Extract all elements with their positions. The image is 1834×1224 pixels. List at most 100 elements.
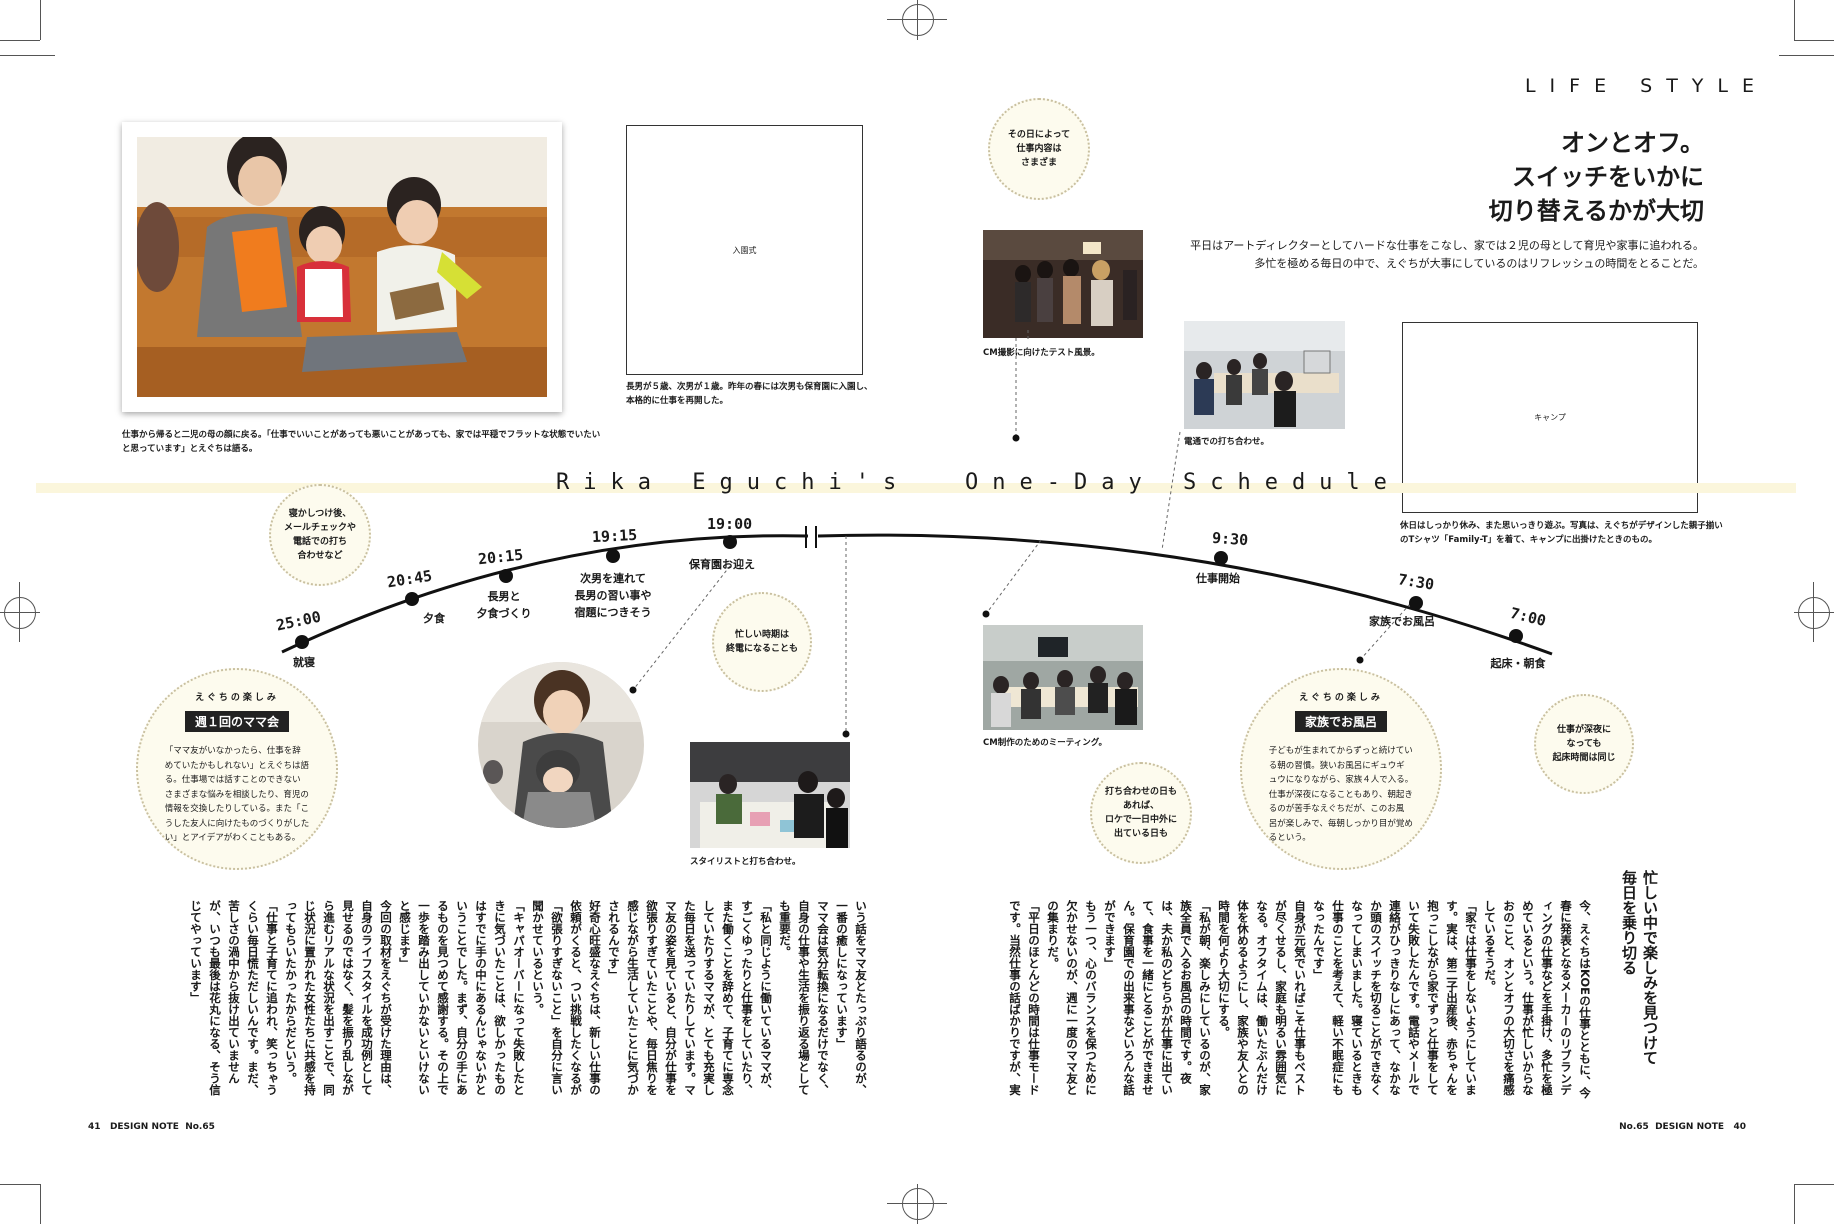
entrance-ceremony-photo: 入園式 bbox=[626, 125, 863, 375]
bubble-work-varies: その日によって 仕事内容は さまざま bbox=[988, 98, 1090, 200]
bubble-line: 仕事内容は bbox=[1016, 144, 1062, 154]
bubble-late-night: 仕事が深夜に なっても 起床時間は同じ bbox=[1534, 694, 1634, 794]
feature-tag: 週１回のママ会 bbox=[184, 711, 289, 732]
headline-line: 切り替えるかが大切 bbox=[1488, 197, 1704, 225]
page-number: 40 bbox=[1733, 1122, 1746, 1132]
timeline-label-line: 夕食づくり bbox=[476, 607, 532, 620]
timeline-dot bbox=[295, 635, 309, 649]
bubble-line: 忙しい時期は bbox=[734, 630, 789, 640]
heading-line: 毎日を乗り切る bbox=[1620, 870, 1638, 975]
article-paragraph: 好奇心旺盛なえぐちは、新しい仕事の依頼がくると、つい挑戦したくなるが「欲張りすぎ… bbox=[531, 900, 602, 1096]
mama-feature: えぐちの楽しみ 週１回のママ会 「ママ友がいなかったら、仕事を辞 めていたかもし… bbox=[136, 668, 338, 870]
caption-line: 本格的に仕事を再開した。 bbox=[626, 396, 729, 406]
timeline-dot bbox=[1214, 551, 1228, 565]
issue-number: No.65 bbox=[1619, 1122, 1649, 1132]
dentsu-meeting-photo bbox=[1184, 321, 1345, 429]
magazine-name: DESIGN NOTE bbox=[1655, 1122, 1725, 1132]
timeline-label: 長男と夕食づくり bbox=[462, 588, 546, 622]
timeline-band bbox=[36, 483, 1796, 493]
timeline-title-left: Rika Eguchi's bbox=[556, 470, 911, 495]
right-folio: No.65 DESIGN NOTE 40 bbox=[1619, 1122, 1746, 1132]
timeline-label-line: 保育園お迎え bbox=[689, 558, 755, 571]
article-paragraph: 今回の取材をえぐちが受けた理由は、自身のライフスタイルを成功例として見せるのでは… bbox=[284, 900, 393, 1096]
issue-number: No.65 bbox=[185, 1122, 215, 1132]
headline: オンとオフ。 スイッチをいかに 切り替えるかが大切 bbox=[1344, 126, 1704, 228]
page-number: 41 bbox=[88, 1122, 101, 1132]
article-paragraph: 「家では仕事をしないようにしています。実は、第二子出産後、赤ちゃんを抱っこしなが… bbox=[1312, 900, 1478, 1096]
family-photo-caption: 仕事から帰ると二児の母の顔に戻る。「仕事でいいことがあっても悪いことがあっても、… bbox=[122, 428, 600, 456]
bubble-line: 合わせなど bbox=[297, 551, 343, 561]
body-line: 仕事が深夜になることもあり、朝起き bbox=[1268, 789, 1413, 800]
caption-line: 仕事から帰ると二児の母の顔に戻る。「仕事でいいことがあっても悪いことがあっても、… bbox=[122, 430, 601, 440]
article-column-block: 今、えぐちはKOEの仕事とともに、今春に発表となるメーカーのリブランディングの仕… bbox=[1004, 900, 1594, 1100]
feature-body: 子どもが生まれてからずっと続けてい る朝の習慣。狭いお風呂にギュウギ ュウになり… bbox=[1269, 744, 1414, 846]
camp-caption: 休日はしっかり休み、また思いっきり遊ぶ。写真は、えぐちがデザインした親子揃い の… bbox=[1400, 519, 1723, 547]
timeline-label: 保育園お迎え bbox=[680, 556, 764, 573]
article-paragraph: 「仕事と子育てに追われ、笑っちゃうくらい毎日慌ただしいんです。まだ、苦しさの渦中… bbox=[189, 900, 279, 1096]
entrance-caption: 長男が５歳、次男が１歳。昨年の春には次男も保育園に入園し、 本格的に仕事を再開し… bbox=[626, 380, 873, 408]
stylist-caption: スタイリストと打ち合わせ。 bbox=[690, 857, 801, 867]
body-line: さまざまな悩みを相談したり、育児の bbox=[164, 789, 309, 800]
bubble-line: さまざま bbox=[1020, 158, 1057, 168]
section-tag: LIFE STYLE bbox=[1524, 75, 1768, 97]
timeline-label: 仕事開始 bbox=[1176, 570, 1260, 587]
feature-body: 「ママ友がいなかったら、仕事を辞 めていたかもしれない」とえぐちは語 る。仕事場… bbox=[165, 744, 310, 846]
headline-line: オンとオフ。 bbox=[1560, 129, 1704, 157]
bubble-line: その日によって bbox=[1007, 130, 1071, 140]
timeline-label-line: 家族でお風呂 bbox=[1369, 615, 1435, 628]
cm-test-caption: CM撮影に向けたテスト風景。 bbox=[983, 348, 1100, 358]
article-paragraph: 「私と同じように働いているママが、すごくゆったりと仕事をしていたり、また働くこと… bbox=[607, 900, 773, 1096]
body-line: めていたかもしれない」とえぐちは語 bbox=[164, 760, 309, 771]
bubble-after-bed: 寝かしつけ後、 メールチェックや 電話での打ち 合わせなど bbox=[269, 484, 371, 586]
lead-line: 平日はアートディレクターとしてハードな仕事をこなし、家では２児の母として育児や家… bbox=[1190, 239, 1704, 252]
bath-feature: えぐちの楽しみ 家族でお風呂 子どもが生まれてからずっと続けてい る朝の習慣。狭… bbox=[1240, 668, 1442, 870]
article-paragraph: 今、えぐちはKOEの仕事とともに、今春に発表となるメーカーのリブランディングの仕… bbox=[1483, 900, 1592, 1099]
headline-line: スイッチをいかに bbox=[1512, 163, 1704, 191]
caption-line: と思っています」とえぐちは語る。 bbox=[122, 444, 258, 454]
timeline-label: 家族でお風呂 bbox=[1360, 613, 1444, 630]
article-heading: 忙しい中で楽しみを見つけて 毎日を乗り切る bbox=[1610, 870, 1660, 1080]
body-line: うした友人に向けたものづくりがした bbox=[164, 818, 310, 829]
timeline-title-right: One-Day Schedule bbox=[965, 470, 1401, 495]
article-paragraph: ママ会は気分転換になるだけでなく、自身の仕事や生活を振り返る場としても重要だ。 bbox=[778, 900, 830, 1096]
article-paragraph: 「私が朝、楽しみにしているのが、家族全員で入るお風呂の時間です。夜は、夫か私のど… bbox=[1103, 900, 1212, 1096]
body-line: 子どもが生まれてからずっと続けてい bbox=[1268, 746, 1413, 756]
feature-kicker: えぐちの楽しみ bbox=[1299, 693, 1383, 703]
timeline-label-line: 長男の習い事や bbox=[574, 589, 652, 602]
body-line: る。仕事場では話すことのできない bbox=[164, 775, 301, 785]
timeline-label-line: 夕食 bbox=[423, 612, 445, 625]
bubble-line: あれば、 bbox=[1122, 801, 1159, 811]
dentsu-caption: 電通での打ち合わせ。 bbox=[1184, 437, 1270, 447]
timeline-label-line: 就寝 bbox=[293, 656, 315, 669]
caption-line: のTシャツ「Family-T」を着て、キャンプに出掛けたときのもの。 bbox=[1400, 535, 1657, 545]
cm-meeting-caption: CM制作のためのミーティング。 bbox=[983, 738, 1108, 748]
bubble-line: メールチェックや bbox=[283, 523, 356, 533]
timeline-dot bbox=[499, 569, 513, 583]
timeline-label-line: 起床・朝食 bbox=[1490, 657, 1546, 670]
photo-label: キャンプ bbox=[1534, 413, 1566, 422]
cm-meeting-photo bbox=[983, 625, 1143, 730]
timeline-label: 次男を連れて長男の習い事や宿題につきそう bbox=[558, 570, 668, 621]
bubble-meeting-location: 打ち合わせの日も あれば、 ロケで一日中外に 出ている日も bbox=[1090, 762, 1192, 864]
body-line: ュウになりながら、家族４人で入る。 bbox=[1268, 775, 1414, 785]
timeline-label: 起床・朝食 bbox=[1476, 655, 1560, 672]
bubble-line: 出ている日も bbox=[1113, 829, 1168, 839]
timeline-label: 夕食 bbox=[392, 610, 476, 627]
body-line: 呂が楽しみで、毎朝しっかり目が覚め bbox=[1268, 818, 1413, 829]
timeline-time: 19:15 bbox=[591, 525, 638, 547]
bubble-line: 電話での打ち bbox=[292, 537, 347, 547]
timeline-dot bbox=[405, 592, 419, 606]
left-folio: 41 DESIGN NOTE No.65 bbox=[88, 1122, 215, 1132]
article-paragraph: いう話をママ友とたっぷり語るのが、一番の癒しになっています」 bbox=[835, 900, 868, 1096]
lead-text: 平日はアートディレクターとしてハードな仕事をこなし、家では２児の母として育児や家… bbox=[1144, 237, 1704, 273]
bubble-line: 打ち合わせの日も bbox=[1104, 787, 1177, 797]
body-line: い」とアイデアがわくこともある。 bbox=[164, 833, 301, 843]
lead-line: 多忙を極める毎日の中で、えぐちが大事にしているのはリフレッシュの時間をとることだ… bbox=[1254, 257, 1704, 270]
timeline-label-line: 宿題につきそう bbox=[574, 606, 652, 619]
photo-label: 入園式 bbox=[732, 245, 757, 255]
article-paragraph: 「平日のほとんどの時間は仕事モードです。当然仕事の話ばかりですが、実は心の中では… bbox=[1008, 900, 1041, 1096]
article-paragraph: もう一つ、心のバランスを保つために欠かせないのが、週に一度のママ友との集まりだ。 bbox=[1046, 900, 1098, 1096]
bubble-line: 終電になることも bbox=[725, 644, 798, 654]
timeline-label-line: 長男と bbox=[487, 590, 521, 603]
